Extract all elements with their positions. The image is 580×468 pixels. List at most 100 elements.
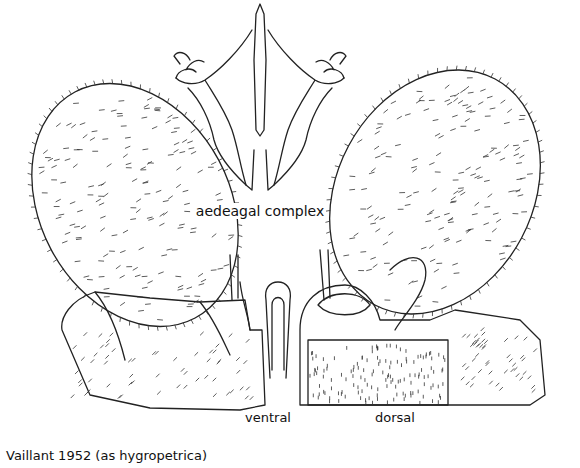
- seta: [361, 251, 366, 252]
- seta: [54, 159, 59, 160]
- seta: [351, 134, 354, 136]
- seta: [453, 263, 458, 265]
- seta: [123, 230, 127, 232]
- seta: [448, 219, 453, 221]
- seta: [375, 131, 379, 134]
- bristle: [213, 394, 216, 397]
- seta: [96, 199, 100, 202]
- seta: [441, 309, 442, 313]
- bristle: [386, 385, 387, 388]
- seta: [490, 108, 495, 110]
- seta: [369, 172, 374, 173]
- seta: [55, 102, 57, 105]
- bristle: [534, 349, 537, 352]
- bristle: [391, 381, 392, 384]
- seta: [142, 117, 147, 119]
- seta: [200, 129, 203, 132]
- bristle: [513, 363, 516, 366]
- seta: [435, 171, 440, 172]
- seta: [433, 301, 438, 302]
- bristle: [319, 393, 320, 396]
- bristle: [521, 355, 524, 358]
- seta: [426, 220, 431, 222]
- seta: [531, 217, 535, 218]
- seta: [99, 260, 104, 261]
- seta: [514, 154, 519, 156]
- seta: [65, 232, 70, 234]
- seta: [130, 82, 131, 86]
- seta: [218, 299, 221, 302]
- seta: [475, 202, 479, 205]
- seta: [84, 294, 86, 297]
- bristle: [393, 398, 394, 401]
- seta: [470, 111, 475, 112]
- bristle: [112, 349, 115, 352]
- seta: [513, 145, 518, 147]
- setae: [326, 66, 544, 318]
- seta: [191, 227, 196, 229]
- seta: [451, 305, 453, 309]
- seta: [334, 261, 337, 263]
- seta: [478, 289, 480, 293]
- seta: [405, 114, 410, 115]
- bristle: [360, 376, 361, 379]
- bristle: [91, 360, 94, 363]
- seta: [217, 199, 222, 201]
- seta: [413, 314, 415, 318]
- bristle: [371, 386, 372, 389]
- bristle: [331, 387, 332, 390]
- bristle: [184, 385, 187, 388]
- bristle: [312, 351, 313, 354]
- seta: [103, 138, 108, 139]
- bristle: [418, 375, 419, 378]
- seta: [454, 191, 458, 194]
- bristle: [438, 353, 439, 356]
- seta: [461, 90, 465, 93]
- seta: [383, 242, 387, 245]
- seta: [377, 127, 382, 129]
- seta: [439, 228, 444, 230]
- seta: [520, 115, 525, 116]
- seta: [56, 123, 60, 126]
- bristle: [515, 336, 518, 339]
- seta: [32, 142, 35, 144]
- seta: [60, 269, 63, 272]
- seta: [467, 230, 471, 233]
- seta: [386, 156, 391, 157]
- seta: [447, 102, 451, 105]
- bristle: [392, 378, 393, 381]
- seta: [168, 196, 172, 199]
- bristle: [373, 370, 374, 373]
- bristle: [357, 362, 358, 365]
- bristle: [372, 373, 373, 376]
- seta: [149, 89, 151, 93]
- bristle: [369, 397, 370, 400]
- bristle: [329, 400, 330, 403]
- bristle: [461, 377, 464, 380]
- bristle: [314, 368, 315, 371]
- seta: [163, 200, 168, 202]
- seta: [345, 144, 349, 146]
- seta: [413, 159, 418, 161]
- bristle: [389, 366, 390, 369]
- seta: [536, 130, 539, 132]
- bristle: [312, 357, 313, 360]
- bristle: [482, 346, 485, 349]
- bristle: [403, 392, 404, 395]
- bristle: [319, 384, 320, 387]
- seta: [28, 174, 32, 175]
- bristle: [387, 375, 388, 378]
- seta: [85, 83, 87, 87]
- bristle: [481, 328, 484, 331]
- bristle: [404, 398, 405, 401]
- bristle: [470, 384, 473, 387]
- bristle: [362, 356, 363, 359]
- seta: [340, 155, 344, 156]
- seta: [408, 79, 410, 83]
- seta: [430, 210, 434, 213]
- seta: [519, 119, 524, 120]
- seta: [435, 134, 439, 136]
- seta: [513, 89, 515, 92]
- seta: [427, 213, 432, 215]
- bristle: [484, 340, 487, 343]
